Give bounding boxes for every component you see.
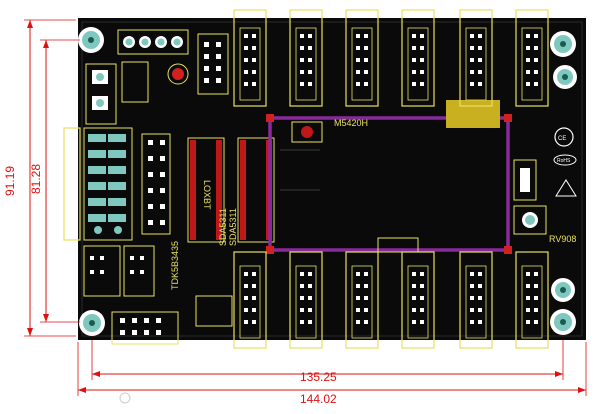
dimension-height-outer: 91.19 (3, 166, 17, 196)
top-connector-6 (515, 9, 549, 107)
pcb-board (78, 18, 586, 340)
chip-label-1: SDA5311 (218, 208, 228, 246)
mounting-hole-bottom-right (550, 309, 576, 335)
input-connector (83, 127, 133, 241)
mounting-holes (78, 27, 577, 336)
small-headers-left (83, 245, 155, 297)
bottom-connector-6 (515, 251, 549, 349)
logo-label: M5420H (334, 118, 368, 128)
top-connectors (233, 9, 549, 107)
bottom-connector-5 (459, 251, 493, 349)
bottom-connector-2 (289, 251, 323, 349)
dimension-width-inner: 135.25 (300, 370, 337, 384)
mounting-hole-top-left (78, 27, 104, 53)
top-connector-4 (401, 9, 435, 107)
rohs-mark-icon (553, 154, 577, 166)
mounting-hole-right-lower (551, 278, 575, 302)
watermark-icon (119, 392, 131, 404)
rohs-label: RoHS (557, 158, 571, 164)
power-regulator (85, 61, 189, 125)
bottom-connector-1 (233, 251, 267, 349)
memory-chip-1 (187, 137, 225, 243)
horizontal-dimensions (77, 340, 587, 396)
chip-label-2: SDA5311 (228, 208, 238, 246)
mounting-hole-bottom-left (79, 310, 105, 336)
ce-mark-icon (554, 127, 574, 147)
dimension-width-outer: 144.02 (300, 392, 337, 406)
vertical-dimensions (24, 19, 80, 337)
fpga-area (266, 114, 512, 254)
certification-marks: CE RoHS (553, 127, 577, 197)
top-connector-3 (345, 9, 379, 107)
model-label: RV908 (549, 234, 576, 244)
chip-ref-label: LOXBT (202, 180, 212, 210)
top-connector-5 (459, 9, 493, 107)
power-terminals (117, 29, 189, 55)
mounting-hole-top-right (550, 31, 576, 57)
left-column-components (141, 133, 171, 235)
ce-label: CE (558, 136, 566, 142)
mounting-hole-right-upper (553, 65, 577, 89)
jtag-header (197, 33, 229, 95)
warning-triangle-icon (555, 179, 577, 197)
bottom-connector-3 (345, 251, 379, 349)
top-connector-2 (289, 9, 323, 107)
top-connector-1 (233, 9, 267, 107)
bottom-connector-4 (401, 251, 435, 349)
bottom-connectors (233, 251, 549, 349)
highlighted-component (446, 100, 500, 128)
ic-label: TDK5B3435 (170, 241, 180, 290)
board-inner-edge (81, 21, 583, 337)
dimension-height-inner: 81.28 (29, 164, 43, 194)
bottom-pin-header (111, 295, 233, 345)
side-bracket (63, 127, 81, 241)
right-side-components (513, 159, 547, 235)
